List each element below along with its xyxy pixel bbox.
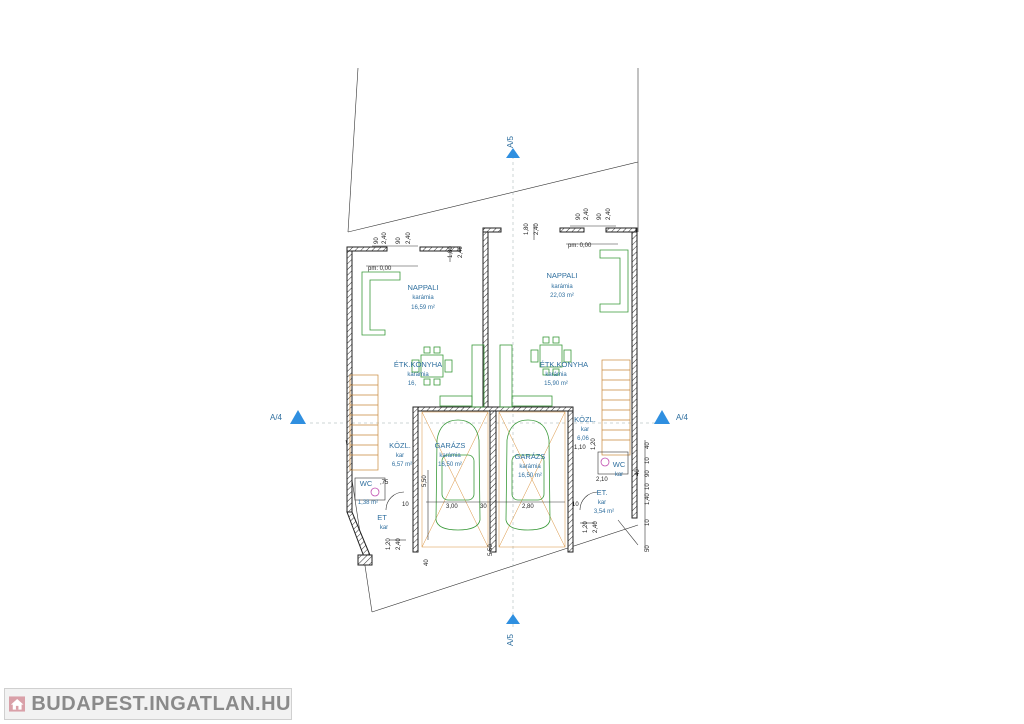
dim-top-right-4: 1,80 — [524, 223, 530, 235]
stairs-left — [349, 374, 379, 471]
room-area-wc-left: 1,38 m² — [358, 500, 378, 506]
dim-right-chain-5: 10 — [645, 519, 651, 526]
dim-misc-110: 1,10 — [574, 445, 586, 451]
room-name-wc-right: WC — [613, 460, 626, 469]
svg-text:A/4: A/4 — [270, 413, 283, 422]
svg-text:A/5: A/5 — [506, 135, 515, 148]
dim-misc-210: 2,10 — [596, 477, 608, 483]
room-floor-kozl-right: kar — [581, 427, 589, 433]
dim-top-left-3: 2,40 — [406, 232, 412, 244]
section-marker-bottom: A/5 — [506, 614, 520, 646]
dim-top-left-1: 2,40 — [382, 232, 388, 244]
dim-top-right-5: 2,40 — [534, 223, 540, 235]
room-area-nappali-left: 16,59 m² — [411, 305, 435, 311]
dim-garage-height: 5,50 — [422, 475, 428, 487]
dim-top-left-0: 90 — [374, 237, 380, 244]
dim-misc-120: 1,20 — [591, 438, 597, 450]
dim-misc-75: ,75 — [380, 480, 389, 486]
dim-right-chain-6: 50 — [645, 545, 651, 552]
room-floor-etkonyha-right: karámia — [545, 372, 567, 378]
room-area-garazs-left: 16,50 m² — [438, 462, 462, 468]
dim-bottom-left-1: 2,40 — [396, 538, 402, 550]
dim-misc-40a: 40 — [424, 559, 430, 566]
room-floor-et-right: kar — [598, 500, 606, 506]
garage-right — [498, 411, 566, 548]
stairs-right — [601, 359, 631, 456]
room-name-kozl-right: KÖZL. — [574, 415, 596, 424]
room-name-et-right: ET. — [597, 488, 608, 497]
house-logo-icon — [9, 696, 26, 712]
dim-bottom-left-0: 1,20 — [386, 538, 392, 550]
room-area-kozl-right: 6,06 — [577, 436, 589, 442]
room-name-etkonyha-right: ÉTK.KONYHA — [540, 360, 588, 369]
dim-top-right-3: 2,40 — [606, 208, 612, 220]
section-marker-top: A/5 — [506, 135, 520, 158]
level-marker-right: pm: 0,00 — [566, 243, 618, 249]
svg-text:pm: 0,00: pm: 0,00 — [568, 243, 592, 249]
room-area-garazs-right: 16,50 m² — [518, 473, 542, 479]
dim-misc-10b: 10 — [572, 502, 579, 508]
dim-top-left-2: 90 — [396, 237, 402, 244]
dim-right-chain-3: 10 — [645, 483, 651, 490]
room-area-kozl-left: 6,57 m² — [392, 462, 412, 468]
dim-bottom-right-1: 2,40 — [593, 521, 599, 533]
dim-top-right-2: 90 — [597, 213, 603, 220]
dim-misc-40b: 40 — [635, 469, 641, 476]
dim-top-right-1: 2,40 — [584, 208, 590, 220]
level-marker-left: pm: 0,00 — [366, 265, 418, 272]
room-name-etkonyha-left: ÉTK.KONYHA — [394, 360, 442, 369]
room-area-et-right: 3,54 m² — [594, 509, 614, 515]
dimension-lines — [372, 224, 646, 550]
dim-garage-gap: 30 — [480, 504, 487, 510]
room-floor-garazs-right: karámia — [519, 464, 541, 470]
room-name-nappali-left: NAPPALI — [407, 283, 438, 292]
dim-right-chain-1: 10 — [645, 457, 651, 464]
dim-top-left-5: 2,40 — [458, 246, 464, 258]
dim-right-chain-2: 90 — [645, 470, 651, 477]
room-floor-etkonyha-left: karámia — [407, 372, 429, 378]
furniture-left — [361, 271, 485, 408]
section-marker-right: A/4 — [654, 410, 689, 424]
dim-top-right-0: 90 — [576, 213, 582, 220]
section-lines — [310, 150, 660, 630]
room-floor-et-left: kar — [380, 525, 388, 531]
dim-top-left-4: 1,80 — [448, 246, 454, 258]
dim-right-chain-0: 40 — [645, 442, 651, 449]
garage-left — [421, 411, 489, 548]
svg-text:pm: 0,00: pm: 0,00 — [368, 266, 392, 272]
dim-misc-10a: 10 — [402, 502, 409, 508]
room-area-etkonyha-left: 16, — [408, 381, 417, 387]
room-area-nappali-right: 22,03 m² — [550, 293, 574, 299]
room-name-nappali-right: NAPPALI — [546, 271, 577, 280]
room-floor-wc-right: kar — [615, 472, 623, 478]
room-name-garazs-left: GARÁZS — [435, 441, 466, 450]
room-area-etkonyha-right: 15,90 m² — [544, 381, 568, 387]
dim-garage-width-right: 2,80 — [522, 504, 534, 510]
dim-right-chain-4: 1,40 — [645, 493, 651, 505]
room-name-garazs-right: GARÁZS — [515, 452, 546, 461]
watermark-text: BUDAPEST.INGATLAN.HU — [31, 692, 291, 715]
wc-right-fixtures — [579, 451, 629, 511]
room-floor-garazs-left: karámia — [439, 453, 461, 459]
room-name-wc-left: WC — [360, 479, 373, 488]
wc-left-fixtures — [354, 477, 405, 511]
furniture-right — [499, 249, 629, 408]
room-floor-nappali-left: karámia — [412, 295, 434, 301]
exterior-walls — [346, 227, 638, 566]
room-floor-kozl-left: kar — [396, 453, 404, 459]
svg-text:A/5: A/5 — [506, 633, 515, 646]
section-marker-left: A/4 — [270, 410, 306, 424]
watermark-banner: BUDAPEST.INGATLAN.HU — [4, 688, 292, 720]
dim-bottom-right-0: 1,20 — [583, 521, 589, 533]
dim-garage-width-left: 3,00 — [446, 504, 458, 510]
dim-garage-height-2: 5,50 — [488, 544, 494, 556]
room-name-et-left: ET — [377, 513, 387, 522]
room-floor-nappali-right: karámia — [551, 284, 573, 290]
room-name-kozl-left: KÖZL. — [389, 441, 411, 450]
svg-text:A/4: A/4 — [676, 413, 689, 422]
